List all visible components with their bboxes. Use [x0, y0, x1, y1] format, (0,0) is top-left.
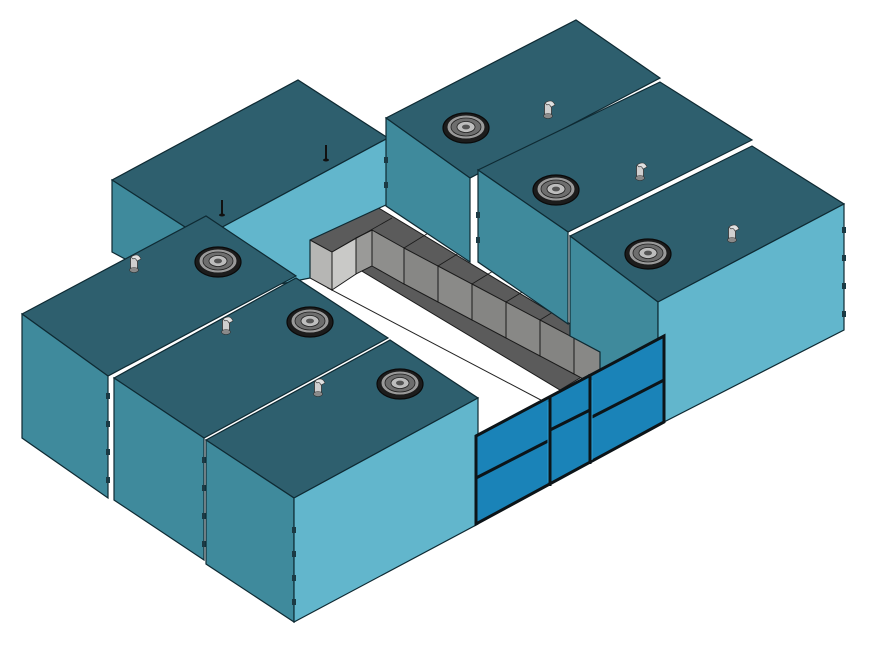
manhole-cover-icon: [532, 174, 580, 206]
block-wall: [309, 203, 621, 409]
tank-front-2: [112, 277, 390, 562]
tank-front-3: [204, 339, 480, 624]
tank-front-1: [20, 215, 298, 500]
manhole-cover-icon: [376, 368, 424, 400]
tank-right-2: [476, 81, 754, 326]
tank-right-1: [384, 19, 662, 264]
manhole-cover-icon: [286, 306, 334, 338]
manhole-cover-icon: [194, 246, 242, 278]
manhole-cover-icon: [442, 112, 490, 144]
manhole-cover-icon: [624, 238, 672, 270]
glazed-panel: [474, 333, 666, 527]
tank-right-3: [568, 145, 846, 423]
